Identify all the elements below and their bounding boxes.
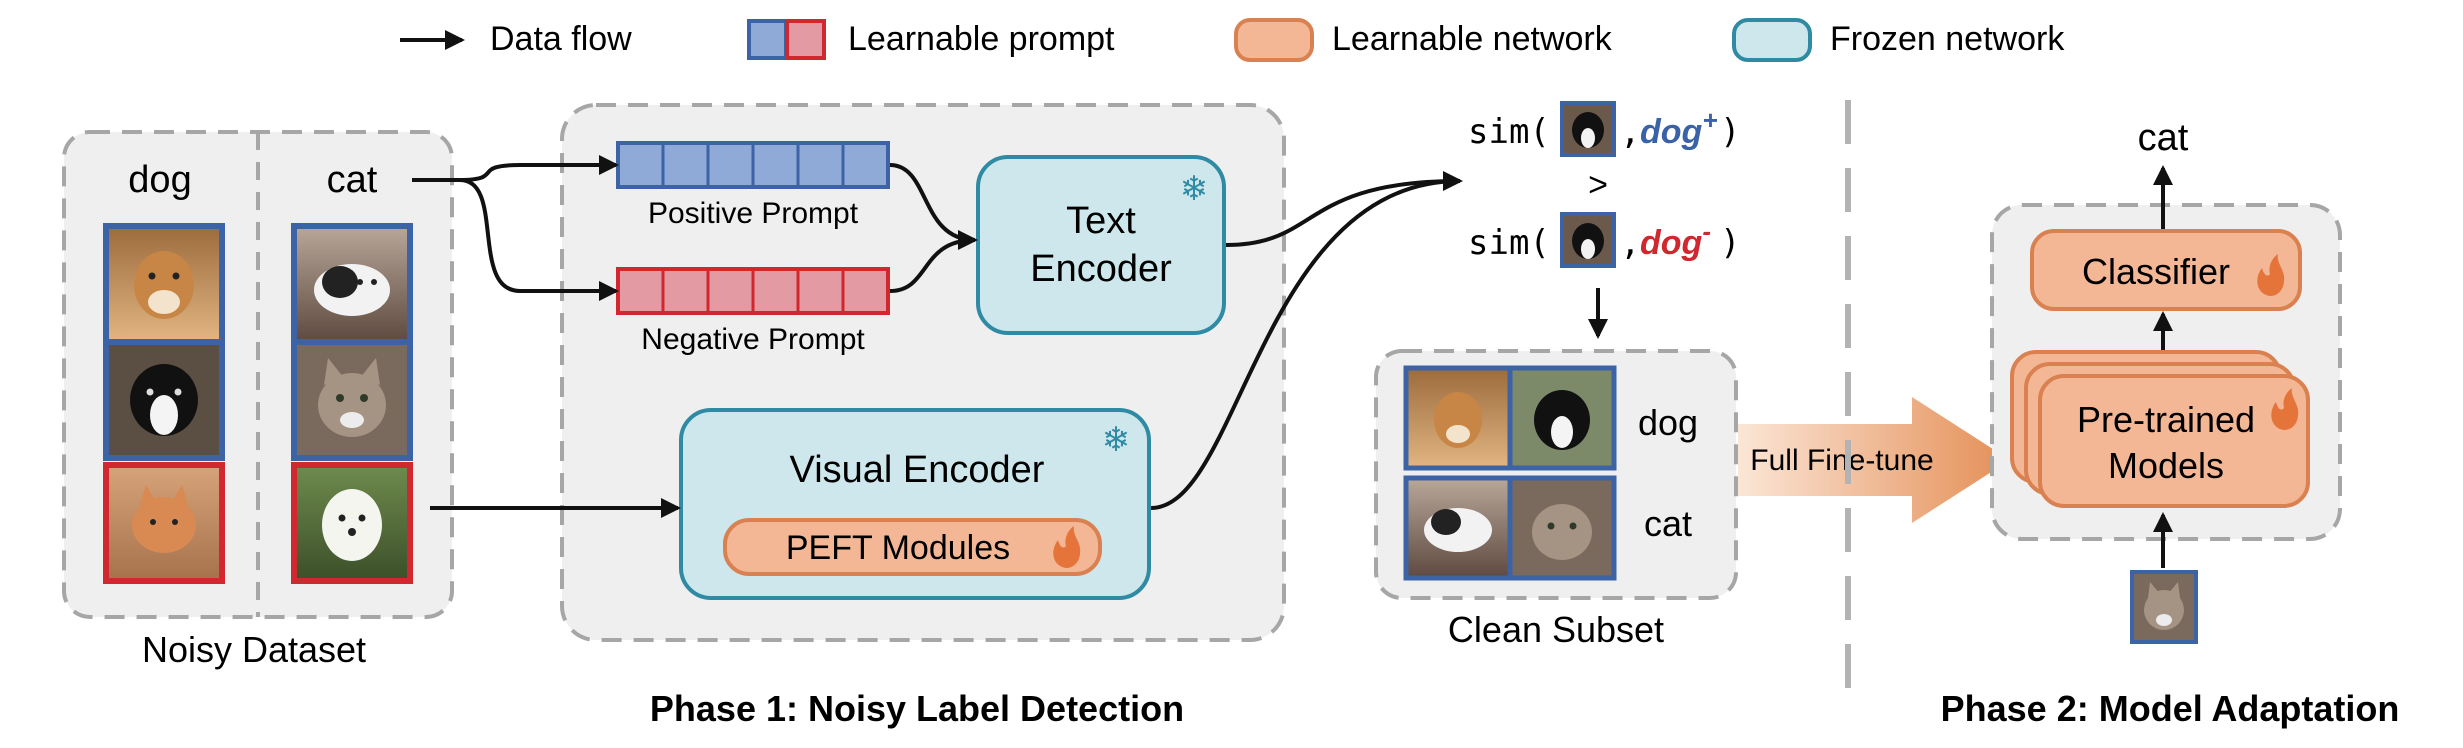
frozen-network-icon (1732, 18, 1812, 62)
phase1-panel: Positive Prompt Negative Prompt Text Enc… (560, 103, 1286, 729)
classifier-block[interactable]: Classifier (2030, 229, 2302, 311)
clean-subset-panel: dog cat Clean Subset (1374, 349, 1738, 650)
pretrained-label-line1: Pre-trained (2077, 399, 2255, 440)
phase2-panel: cat Classifier Pre-trained Models Phase … (1941, 117, 2400, 729)
text-encoder-label-line1: Text (1066, 200, 1136, 242)
flame-icon (2271, 388, 2299, 430)
data-flow-edges (412, 155, 1463, 518)
dog-negative-label: dog- (1640, 216, 1711, 262)
similarity-comparison: sim( , dog+ ) > sim( , dog- ) (1468, 101, 1740, 339)
negative-prompt-label: Negative Prompt (641, 323, 865, 356)
clean-subset-label: Clean Subset (1448, 609, 1664, 650)
dog-positive-label: dog+ (1640, 105, 1718, 151)
legend-learnable-network: Learnable network (1332, 20, 1613, 58)
query-image-negative (1560, 212, 1616, 268)
noisy-dataset-panel: dog cat (62, 130, 454, 670)
clean-subset-dog-label: dog (1638, 402, 1698, 443)
sim-negative-comma: , (1620, 223, 1640, 263)
query-image-positive (1560, 101, 1616, 157)
text-encoder-label-line2: Encoder (1030, 248, 1172, 290)
phase1-title: Phase 1: Noisy Label Detection (650, 688, 1184, 729)
pretrained-models-stack[interactable]: Pre-trained Models (2010, 350, 2310, 508)
dataset-image-dog-1 (103, 223, 225, 345)
learnable-prompt-icon (747, 19, 826, 60)
legend: Data flow Learnable prompt Learnable net… (400, 18, 2065, 62)
visual-encoder-block[interactable]: Visual Encoder ❄ PEFT Modules (679, 408, 1151, 600)
positive-prompt-label: Positive Prompt (648, 197, 859, 230)
clean-subset-cat-label: cat (1644, 503, 1692, 544)
peft-modules-block[interactable]: PEFT Modules (723, 518, 1102, 576)
pretrained-label-line2: Models (2108, 445, 2224, 486)
greater-than-symbol: > (1588, 166, 1608, 204)
flame-icon (1053, 526, 1081, 568)
input-image-cat (2130, 570, 2198, 644)
legend-data-flow: Data flow (490, 20, 632, 58)
full-finetune-label: Full Fine-tune (1750, 444, 1933, 477)
sim-negative-close: ) (1720, 223, 1740, 263)
text-encoder-block[interactable]: Text Encoder ❄ (976, 155, 1226, 335)
output-label: cat (2138, 117, 2189, 159)
sim-negative-fn: sim( (1468, 223, 1550, 263)
noisy-dataset-col-cat: cat (327, 159, 378, 201)
flame-icon (2257, 254, 2285, 296)
dataset-image-cat-1 (291, 223, 413, 345)
clean-subset-image-cat-2 (1507, 475, 1617, 581)
sim-positive-close: ) (1720, 112, 1740, 152)
dataset-image-dog-3-noisy (103, 462, 225, 584)
snowflake-icon: ❄ (1102, 421, 1131, 459)
snowflake-icon: ❄ (1180, 170, 1209, 208)
legend-frozen-network: Frozen network (1830, 20, 2065, 58)
negative-prompt-bar[interactable] (616, 267, 890, 315)
positive-prompt-bar[interactable] (616, 141, 890, 189)
classifier-label: Classifier (2082, 251, 2230, 292)
full-finetune-arrow: Full Fine-tune (1738, 397, 2010, 523)
learnable-network-icon (1234, 18, 1314, 62)
peft-modules-label: PEFT Modules (786, 529, 1010, 567)
dataset-image-cat-3-noisy (291, 462, 413, 584)
dataset-image-cat-2 (291, 339, 413, 461)
phase2-title: Phase 2: Model Adaptation (1941, 688, 2400, 729)
clean-subset-image-dog-2 (1507, 365, 1617, 471)
sim-positive-fn: sim( (1468, 112, 1550, 152)
sim-positive-comma: , (1620, 112, 1640, 152)
noisy-dataset-label: Noisy Dataset (142, 629, 366, 670)
dataset-image-dog-2 (103, 339, 225, 461)
clean-subset-image-cat-1 (1403, 475, 1513, 581)
noisy-dataset-col-dog: dog (128, 159, 191, 201)
legend-learnable-prompt: Learnable prompt (848, 20, 1115, 58)
clean-subset-image-dog-1 (1403, 365, 1513, 471)
visual-encoder-label: Visual Encoder (790, 449, 1045, 491)
